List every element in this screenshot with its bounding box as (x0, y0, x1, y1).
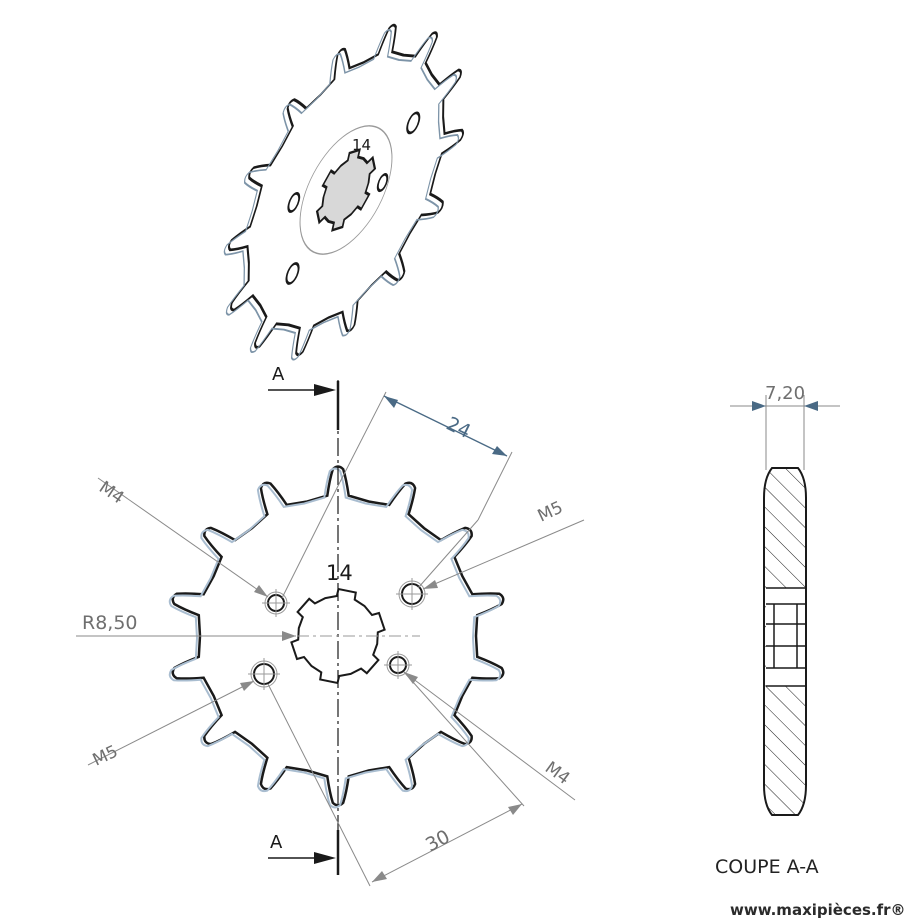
section-caption: COUPE A-A (715, 856, 819, 878)
iso-gear-back-edge (223, 29, 460, 361)
dim-24-arrow-b (492, 446, 507, 456)
iso-hole-4 (376, 172, 389, 193)
m5-top-leader (422, 519, 585, 590)
m4-bottom-leader (403, 671, 576, 801)
tooth-count-label: 14 (326, 561, 353, 585)
iso-hole-1 (406, 111, 421, 135)
section-marker-top (268, 381, 340, 430)
iso-tooth-count-label: 14 (352, 136, 371, 154)
section-view: 7,20 COUPE A-A (715, 383, 840, 878)
m4-top-label: M4 (95, 478, 127, 509)
dimension-thickness (730, 395, 840, 470)
m5-bottom-leader (87, 680, 255, 766)
iso-hub-circle (299, 125, 393, 255)
front-view: A A 14 24 30 R8,50 (76, 364, 585, 887)
m5-top-label: M5 (535, 498, 567, 527)
section-label-bottom: A (270, 832, 283, 853)
dim-30-arrow-b (508, 804, 522, 815)
section-label-top: A (272, 364, 285, 385)
iso-hole-3 (285, 262, 300, 285)
section-marker-bottom (268, 830, 340, 875)
iso-spline-bore (315, 148, 377, 232)
dim-30-arrow-a (372, 871, 387, 882)
watermark: www.maxipièces.fr® (730, 901, 906, 919)
dim-24-label: 24 (443, 413, 474, 443)
dimension-30 (267, 671, 525, 887)
dim-r-label: R8,50 (82, 612, 138, 634)
dim-30-label: 30 (422, 826, 454, 857)
dim-thickness-label: 7,20 (765, 383, 805, 404)
m4-bottom-label: M4 (541, 758, 573, 789)
dim-24-arrow-a (384, 396, 398, 408)
dimension-24 (281, 391, 513, 599)
iso-hole-2 (287, 191, 301, 213)
m5-bottom-label: M5 (90, 742, 122, 771)
isometric-view (223, 23, 465, 361)
m4-top-leader (97, 477, 269, 598)
front-gear-tint (168, 467, 502, 809)
section-bore-band (766, 588, 805, 686)
